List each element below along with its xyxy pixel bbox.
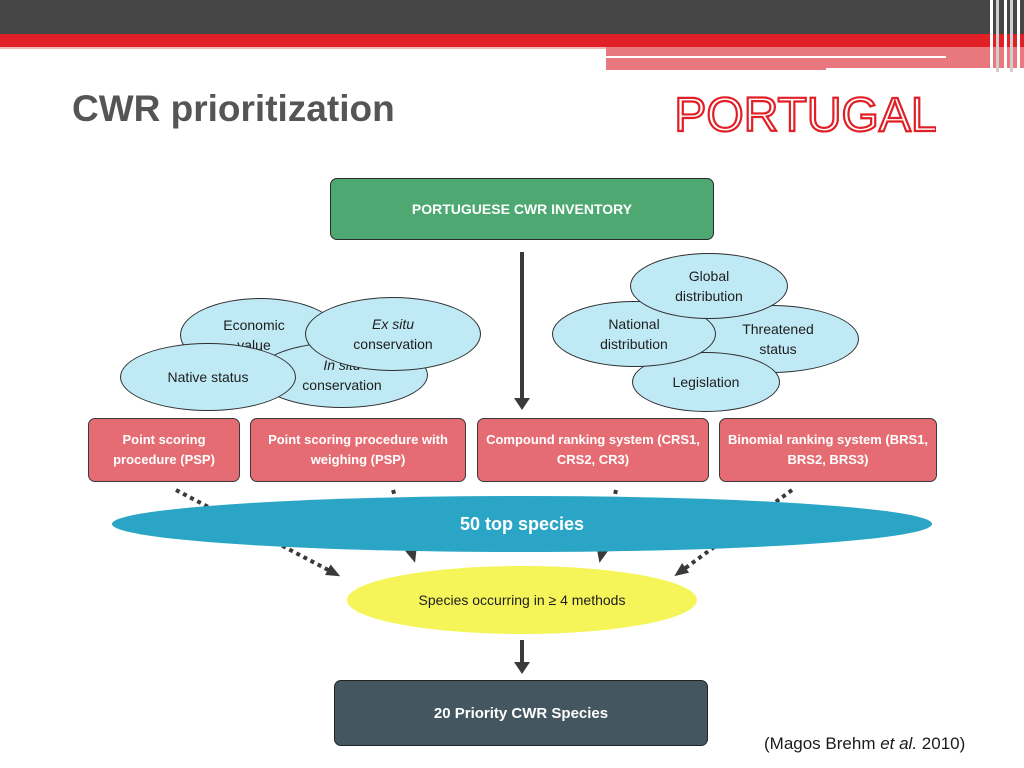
country-title-text: PORTUGAL xyxy=(676,89,936,142)
header-dark-bar xyxy=(0,0,1024,34)
arrow-occurring-to-final-head xyxy=(514,662,530,674)
criterion-economic-value-label: Economic value xyxy=(223,316,285,353)
inventory-box: PORTUGUESE CWR INVENTORY xyxy=(330,178,714,240)
top-species-band xyxy=(112,496,932,552)
criterion-national-distribution: National distribution xyxy=(552,301,716,367)
criterion-global-distribution: Global distribution xyxy=(630,253,788,319)
header-thin-line xyxy=(0,47,1024,49)
slide-title: CWR prioritization xyxy=(72,88,395,129)
method-box-psp: Point scoring procedure (PSP) xyxy=(88,418,240,482)
method-label: Compound ranking system (CRS1, CRS2, CR3… xyxy=(486,431,700,467)
criterion-global-distribution-label: Global distribution xyxy=(675,267,743,304)
method-box-brs: Binomial ranking system (BRS1, BRS2, BRS… xyxy=(719,418,937,482)
method-label: Binomial ranking system (BRS1, BRS2, BRS… xyxy=(727,431,929,467)
dotted-arrow-brs xyxy=(674,488,794,577)
method-box-psp-weighing: Point scoring procedure with weighing (P… xyxy=(250,418,466,482)
criterion-national-distribution-label: National distribution xyxy=(600,315,668,352)
criterion-native-status-label: Native status xyxy=(167,368,249,385)
header-pink-line xyxy=(606,68,826,70)
header-white-line xyxy=(606,56,946,58)
method-label: Point scoring procedure (PSP) xyxy=(113,431,215,467)
top-species-label: 50 top species xyxy=(459,513,585,534)
header-vertical-line xyxy=(1010,0,1013,72)
occurring-label: Species occurring in ≥ 4 methods xyxy=(418,592,626,608)
citation: (Magos Brehm et al. 2010) xyxy=(764,734,966,753)
final-priority-box: 20 Priority CWR Species xyxy=(334,680,708,746)
occurring-ellipse: Species occurring in ≥ 4 methods xyxy=(347,566,697,634)
header-vertical-line xyxy=(1017,0,1020,72)
criterion-legislation-label: Legislation xyxy=(672,373,740,390)
method-box-crs: Compound ranking system (CRS1, CRS2, CR3… xyxy=(477,418,709,482)
header-vertical-line xyxy=(1004,0,1007,72)
criterion-native-status: Native status xyxy=(120,343,296,411)
method-label: Point scoring procedure with weighing (P… xyxy=(268,431,448,467)
arrow-inventory-to-methods-head xyxy=(514,398,530,410)
criterion-threatened-status-label: Threatened status xyxy=(742,320,814,357)
header-vertical-line xyxy=(996,0,999,72)
header-red-stripe xyxy=(0,34,1024,47)
header-vertical-line xyxy=(990,0,993,72)
country-title: PORTUGAL xyxy=(676,88,936,143)
